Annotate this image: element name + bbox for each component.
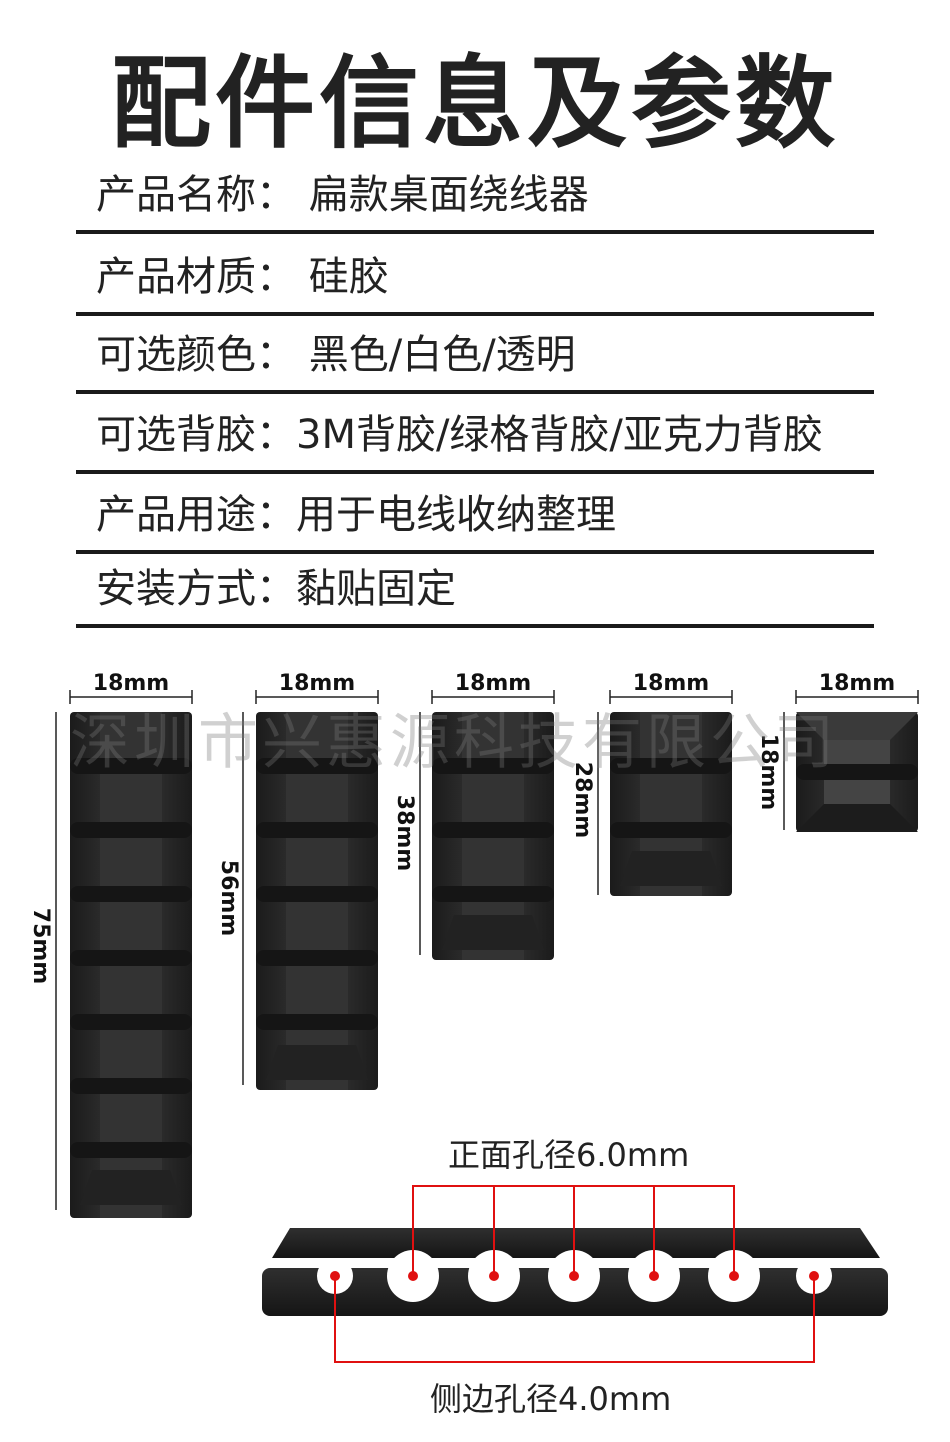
- width-label: 18mm: [93, 671, 169, 696]
- product-56mm: 18mm 56mm: [216, 671, 379, 1090]
- spec-row-material: 产品材质： 硅胶: [76, 252, 874, 316]
- width-label: 18mm: [455, 671, 531, 696]
- height-label: 75mm: [28, 908, 53, 984]
- height-label: 56mm: [216, 860, 241, 936]
- spec-text: 产品用途：用于电线收纳整理: [96, 492, 616, 538]
- side-hole-label: 侧边孔径4.0mm: [430, 1380, 672, 1418]
- product-28mm: 18mm 28mm: [570, 671, 733, 896]
- spec-row-adhesive: 可选背胶：3M背胶/绿格背胶/亚克力背胶: [76, 410, 874, 474]
- height-label: 18mm: [756, 734, 781, 810]
- divider: [76, 312, 874, 316]
- spec-row-usage: 产品用途：用于电线收纳整理: [76, 490, 874, 554]
- front-hole-label: 正面孔径6.0mm: [448, 1136, 690, 1174]
- spec-text: 可选颜色： 黑色/白色/透明: [96, 332, 576, 378]
- spec-row-color: 可选颜色： 黑色/白色/透明: [76, 330, 874, 394]
- product-38mm: 18mm 38mm: [392, 671, 555, 960]
- spec-row-name: 产品名称： 扁款桌面绕线器: [76, 170, 874, 234]
- divider: [76, 470, 874, 474]
- spec-text: 可选背胶：3M背胶/绿格背胶/亚克力背胶: [96, 412, 823, 458]
- height-label: 38mm: [392, 795, 417, 871]
- cable-organizer-side-view: [262, 1185, 888, 1363]
- product-18mm: 18mm 18mm: [756, 671, 919, 832]
- divider: [76, 230, 874, 234]
- product-size-diagram: 18mm 75mm 18mm 56mm: [28, 671, 919, 1363]
- width-label: 18mm: [819, 671, 895, 696]
- spec-row-install: 安装方式：黏贴固定: [76, 564, 874, 628]
- spec-text: 安装方式：黏贴固定: [96, 566, 456, 612]
- page-title: 配件信息及参数: [111, 45, 839, 162]
- divider: [76, 624, 874, 628]
- divider: [76, 550, 874, 554]
- product-75mm: 18mm 75mm: [28, 671, 193, 1218]
- spec-text: 产品名称： 扁款桌面绕线器: [96, 172, 589, 218]
- height-label: 28mm: [570, 762, 595, 838]
- watermark: 深圳市兴惠源科技有限公司: [70, 708, 838, 778]
- divider: [76, 390, 874, 394]
- width-label: 18mm: [279, 671, 355, 696]
- spec-text: 产品材质： 硅胶: [96, 254, 389, 300]
- width-label: 18mm: [633, 671, 709, 696]
